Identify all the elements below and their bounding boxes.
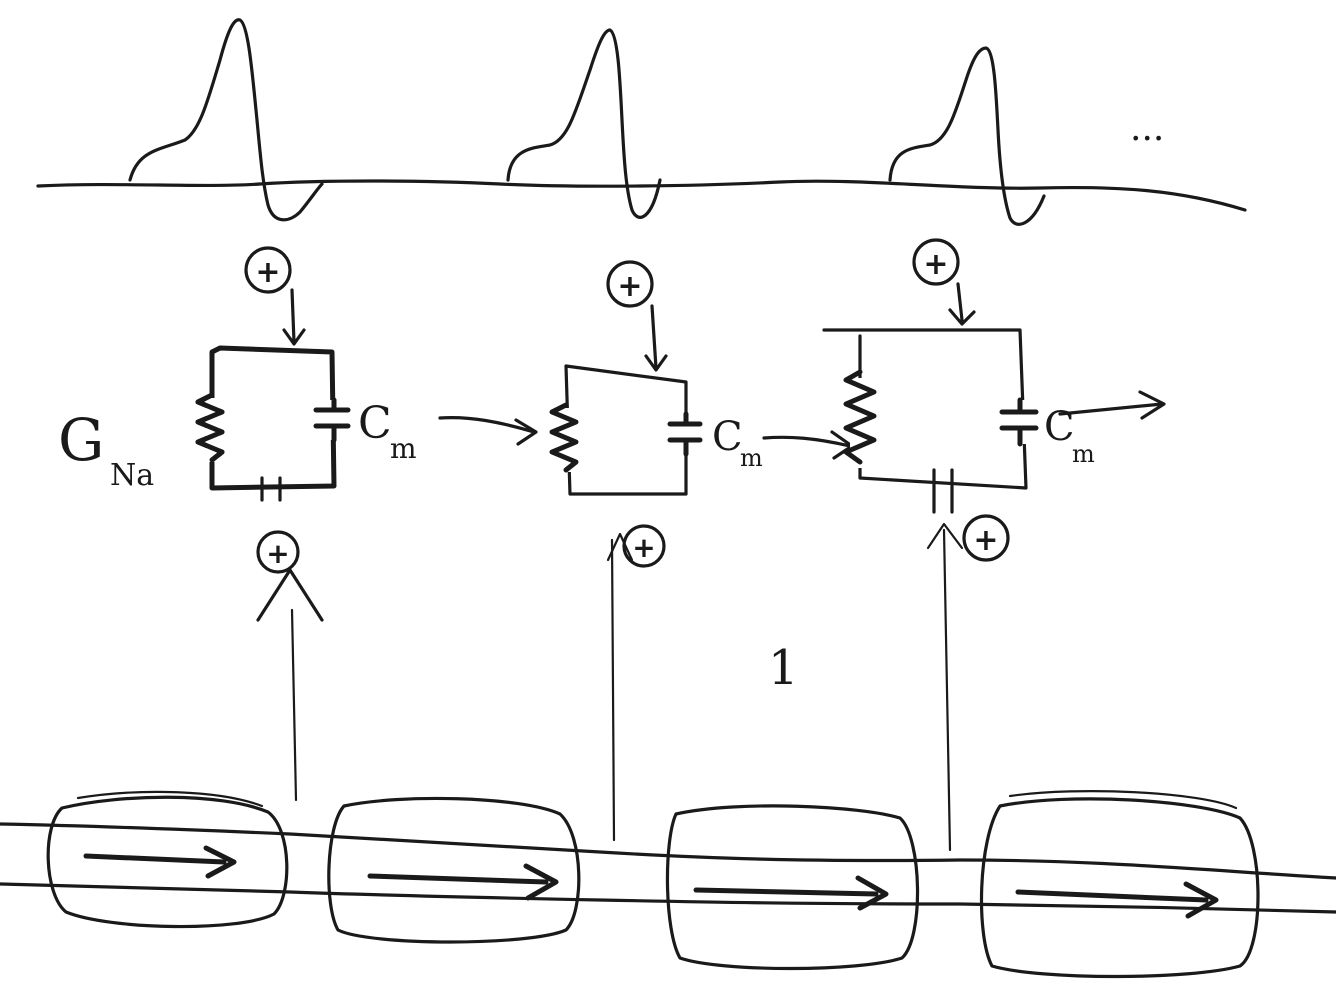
action-potential-1: [130, 20, 322, 220]
action-potential-trace: ...: [38, 20, 1245, 225]
inflow-arrow: [284, 290, 304, 344]
propagation-arrow-2: [764, 432, 852, 458]
circuit-2: + C m +: [552, 262, 763, 840]
vertical-lead: [944, 530, 950, 850]
action-potential-2: [508, 30, 660, 217]
circuit-1: + G Na C m +: [58, 248, 417, 800]
vertical-lead: [612, 540, 614, 840]
propagation-arrow-3: [1060, 392, 1164, 418]
inflow-arrow: [950, 284, 974, 324]
bottom-capacitor-icon: [934, 470, 952, 512]
myelin-segment-1: [48, 792, 287, 927]
conduction-arrow: [1018, 884, 1216, 916]
svg-text:+: +: [266, 537, 289, 570]
vertical-lead: [292, 610, 296, 800]
myelin-segment-4: [982, 791, 1258, 976]
action-potential-3: [890, 48, 1044, 224]
baseline: [38, 181, 1245, 210]
myelin-segment-3: [667, 806, 917, 969]
cm-subscript: m: [390, 432, 417, 465]
figure-number: 1: [768, 640, 799, 696]
circuit-box: [212, 348, 334, 488]
upward-arrow: [258, 570, 322, 620]
circuit-box: [566, 366, 686, 494]
circuit-3: + C m +: [824, 240, 1164, 850]
propagation-arrow-1: [440, 418, 536, 444]
inflow-arrow: [646, 306, 666, 370]
svg-text:+: +: [923, 247, 948, 282]
svg-text:+: +: [632, 531, 655, 564]
cm-subscript: m: [1072, 440, 1095, 468]
myelin-segment-2: [329, 798, 579, 942]
svg-text:+: +: [973, 523, 998, 558]
svg-text:+: +: [617, 269, 642, 304]
conduction-arrow: [370, 866, 556, 898]
conduction-arrow: [86, 848, 234, 876]
gna-subscript: Na: [110, 458, 154, 493]
ellipsis: ...: [1130, 108, 1164, 149]
plus-sign: +: [255, 255, 280, 290]
gna-label: G: [58, 406, 104, 474]
cm-label: C: [358, 398, 392, 449]
cm-label: C: [1044, 404, 1075, 450]
cm-subscript: m: [740, 444, 763, 472]
cm-label: C: [712, 414, 743, 460]
